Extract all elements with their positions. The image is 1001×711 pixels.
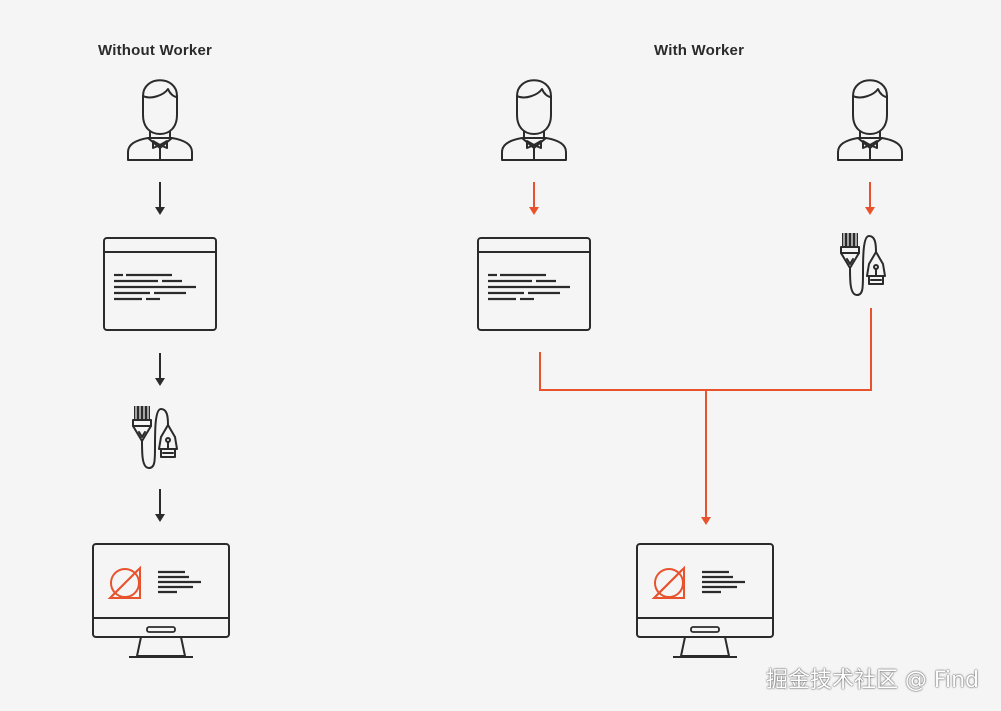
browser-window-icon bbox=[476, 236, 592, 332]
monitor-icon bbox=[91, 542, 231, 659]
merge-connector bbox=[539, 308, 872, 518]
arrow-down-icon bbox=[154, 181, 166, 216]
arrow-down-icon bbox=[864, 181, 876, 216]
arrow-down-icon bbox=[528, 181, 540, 216]
design-tools-icon bbox=[840, 232, 886, 296]
with-worker-title: With Worker bbox=[654, 42, 745, 59]
arrow-down-icon bbox=[701, 517, 711, 525]
arrow-down-icon bbox=[154, 488, 166, 523]
design-tools-icon bbox=[132, 405, 178, 469]
watermark-text: 掘金技术社区 @ Find bbox=[765, 668, 979, 693]
browser-window-icon bbox=[102, 236, 218, 332]
user-person-icon bbox=[501, 79, 567, 161]
without-worker-title: Without Worker bbox=[98, 42, 213, 59]
monitor-icon bbox=[635, 542, 775, 659]
worker-person-icon bbox=[837, 79, 903, 161]
arrow-down-icon bbox=[154, 352, 166, 387]
user-person-icon bbox=[127, 79, 193, 161]
